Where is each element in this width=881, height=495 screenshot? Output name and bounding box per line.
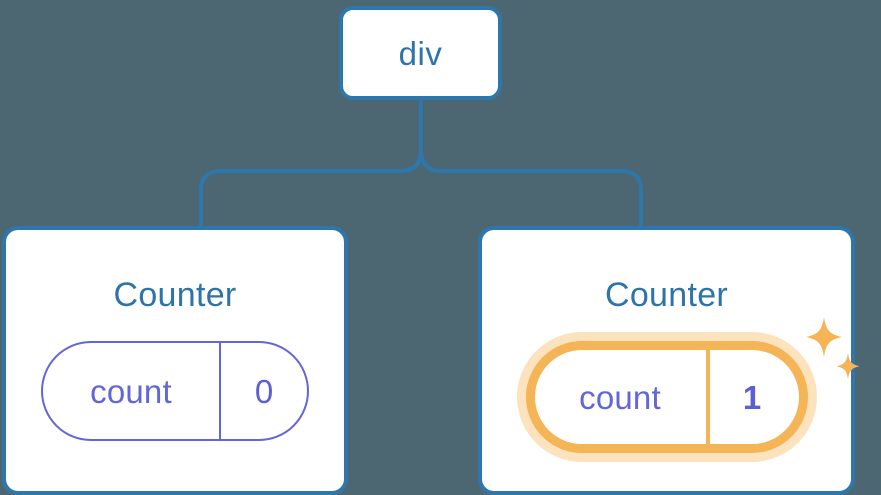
state-pill-right[interactable]: count 1 [525,341,808,453]
state-value-cell-right: 1 [710,350,795,444]
state-key-label-left: count [90,372,172,410]
node-counter-right[interactable]: Counter count 1 [478,226,860,495]
edge-root-to-counter-left [199,98,423,228]
state-value-label-left: 0 [254,372,274,410]
state-pill-wrapper-left: count 0 [41,341,309,441]
state-pill-wrapper-right: count 1 [525,317,860,453]
edge-root-to-counter-right [419,98,643,228]
sparkle-four-point-icon [805,317,842,357]
state-value-cell-left: 0 [221,343,307,439]
node-counter-left[interactable]: Counter count 0 [2,226,348,495]
state-value-label-right: 1 [742,378,762,416]
sparkle-four-point-small-icon [835,353,860,380]
sparkles-group [805,317,860,380]
state-key-cell-right: count [535,350,710,444]
node-counter-right-label: Counter [604,276,729,314]
state-pill-left[interactable]: count 0 [41,341,309,441]
node-div[interactable]: div [339,6,502,100]
state-key-label-right: count [579,378,661,416]
state-key-cell-left: count [43,343,221,439]
node-div-label: div [398,34,443,72]
node-counter-left-label: Counter [113,276,237,314]
